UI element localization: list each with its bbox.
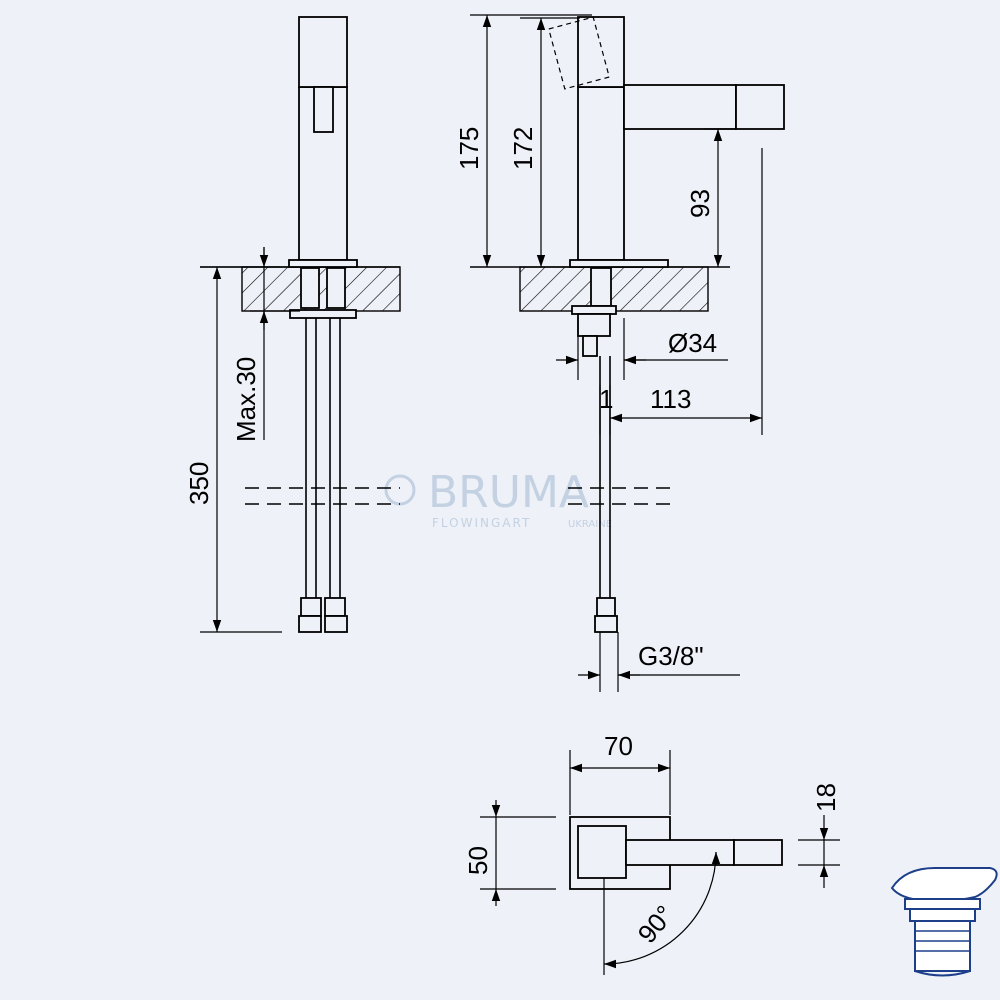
top-spout-tip: [733, 839, 783, 866]
dim-70: 70: [604, 731, 633, 761]
side-faucet-body: [577, 86, 625, 261]
dim-18: 18: [811, 783, 841, 812]
dim-max30: Max.30: [231, 357, 261, 442]
dim-1: 1: [599, 384, 613, 414]
side-spout-tip: [735, 84, 785, 130]
side-base-plate: [569, 259, 669, 268]
front-nut-right: [326, 267, 346, 309]
front-hose-fitting-left: [300, 597, 322, 617]
top-handle: [577, 825, 627, 879]
dim-50: 50: [463, 846, 493, 875]
front-nut-left: [300, 267, 320, 309]
front-countertop-section: [241, 266, 401, 312]
drain-plug-icon: [890, 867, 998, 977]
dim-113: 113: [650, 384, 691, 414]
dim-thread: G3/8": [638, 641, 704, 671]
watermark-brand: BRUMA: [428, 467, 589, 518]
dim-90: 90°: [632, 899, 680, 948]
dim-175: 175: [454, 127, 484, 170]
front-hose-fitting-right: [324, 597, 346, 617]
front-view: Max.30 350: [184, 16, 401, 633]
side-spout: [623, 84, 737, 130]
dim-dia34: Ø34: [668, 328, 717, 358]
dim-172: 172: [508, 127, 538, 170]
dim-93: 93: [685, 189, 715, 218]
top-view: 70 50 18 90°: [463, 731, 841, 975]
watermark-region: UKRAINE: [568, 519, 612, 530]
front-handle: [298, 16, 348, 88]
side-handle: [577, 16, 625, 88]
side-view: 175 172 93 Ø34 1 113 G3/8": [454, 14, 785, 692]
watermark-tagline: FLOWINGART: [432, 516, 531, 530]
watermark: BRUMA FLOWINGART UKRAINE: [384, 467, 612, 530]
top-spout: [625, 839, 735, 866]
front-spout-outlet: [313, 86, 334, 133]
side-countertop-section: [519, 266, 709, 312]
side-hose-fitting: [596, 597, 616, 617]
front-base-plate: [288, 259, 358, 268]
watermark-logo-icon: [384, 474, 416, 506]
dim-350: 350: [184, 462, 214, 505]
